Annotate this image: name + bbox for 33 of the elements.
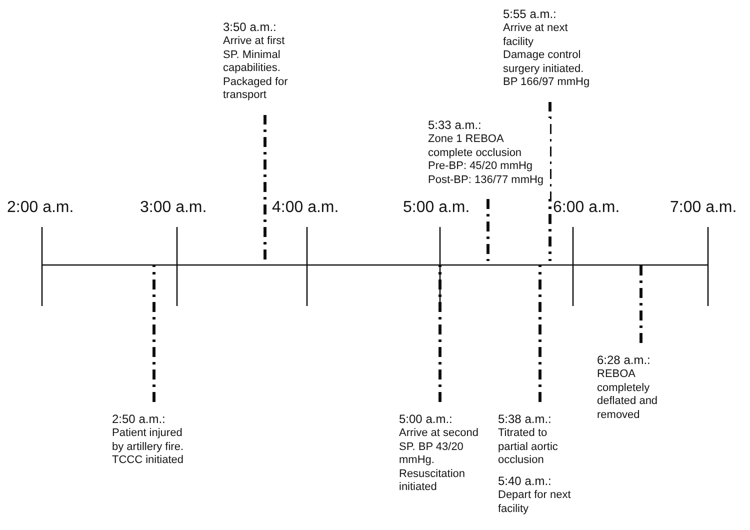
hour-label: 6:00 a.m. bbox=[553, 198, 620, 218]
event-description: Arrive at second SP. BP 43/20 mmHg. Resuscitation initiated bbox=[399, 427, 480, 494]
event-description: Titrated to partial aortic occlusion bbox=[498, 427, 559, 468]
event-time: 5:33 a.m.: bbox=[428, 118, 482, 133]
event-description: REBOA completely deflated and removed bbox=[597, 368, 659, 422]
leader-line bbox=[152, 265, 156, 402]
event-time: 2:50 a.m.: bbox=[112, 412, 166, 427]
event-description: Arrive at next facility bbox=[503, 22, 569, 49]
event-description: Patient injured by artillery fire. TCCC initiated bbox=[112, 427, 185, 468]
hour-label: 7:00 a.m. bbox=[670, 198, 737, 218]
event-time: 6:28 a.m.: bbox=[597, 353, 652, 368]
event-description: Arrive at first SP. Minimal capabilities. Packaged for transport bbox=[223, 35, 289, 102]
hour-label: 3:00 a.m. bbox=[140, 198, 207, 218]
hour-label: 4:00 a.m. bbox=[272, 198, 339, 218]
event-time: 5:38 a.m.: bbox=[498, 412, 552, 427]
leader-line bbox=[548, 102, 552, 261]
event-time: 5:55 a.m.: bbox=[503, 7, 558, 22]
event-time: 3:50 a.m.: bbox=[223, 20, 278, 35]
leader-line bbox=[486, 199, 490, 261]
leader-line bbox=[438, 265, 442, 402]
event-description: Depart for next facility bbox=[498, 489, 572, 516]
leader-line bbox=[264, 114, 266, 261]
hour-label: 5:00 a.m. bbox=[403, 198, 470, 218]
hour-label: 2:00 a.m. bbox=[7, 198, 74, 218]
event-description: BP 166/97 mmHg bbox=[503, 76, 591, 90]
leader-line bbox=[640, 265, 642, 343]
event-time: 5:00 a.m.: bbox=[399, 412, 454, 427]
event-description: Post-BP: 136/77 mmHg bbox=[428, 174, 545, 187]
event-description: Damage control surgery initiated. bbox=[503, 49, 585, 76]
event-time: 5:40 a.m.: bbox=[498, 474, 552, 489]
leader-line bbox=[538, 265, 542, 402]
event-description: Zone 1 REBOA complete occlusion bbox=[428, 133, 523, 160]
event-description: Pre-BP: 45/20 mmHg bbox=[428, 160, 534, 174]
